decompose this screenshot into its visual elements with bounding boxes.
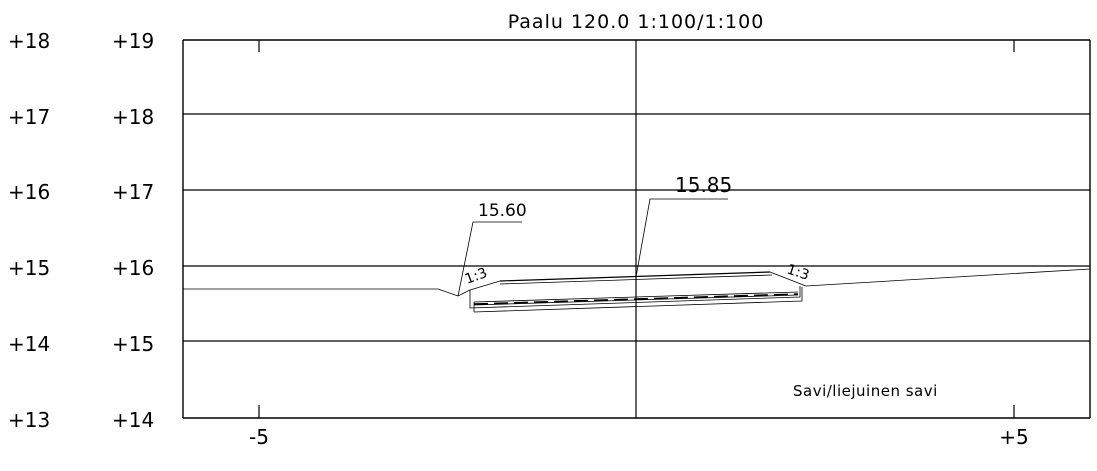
inner-scale-label: +14	[112, 408, 154, 432]
outer-scale-label: +14	[8, 332, 50, 356]
outer-scale-label: +13	[8, 408, 50, 432]
right-slope-label: 1:3	[785, 262, 811, 284]
outer-scale-label: +16	[8, 180, 50, 204]
center-level-label: 15.85	[675, 173, 732, 197]
soil-type-label: Savi/liejuinen savi	[793, 382, 938, 400]
left-slope-label: 1:3	[463, 265, 490, 288]
inner-scale-label: +15	[112, 332, 154, 356]
tick-marks	[258, 40, 1015, 418]
inner-scale-label: +16	[112, 256, 154, 280]
level-leaders	[457, 198, 728, 297]
outer-scale-label: +17	[8, 105, 50, 129]
drawing-title: Paalu 120.0 1:100/1:100	[508, 11, 765, 33]
outer-elevation-scale: +18 +17 +16 +15 +14 +13	[8, 29, 50, 432]
x-tick-label-left: -5	[249, 425, 269, 449]
road-section	[437, 271, 807, 313]
inner-elevation-scale: +19 +18 +17 +16 +15 +14	[112, 29, 154, 432]
outer-scale-label: +18	[8, 29, 50, 53]
x-tick-label-right: +5	[999, 425, 1028, 449]
ground-line	[183, 268, 1091, 290]
inner-scale-label: +19	[112, 29, 154, 53]
inner-scale-label: +18	[112, 105, 154, 129]
left-level-label: 15.60	[478, 201, 527, 221]
outer-scale-label: +15	[8, 256, 50, 280]
inner-scale-label: +17	[112, 180, 154, 204]
